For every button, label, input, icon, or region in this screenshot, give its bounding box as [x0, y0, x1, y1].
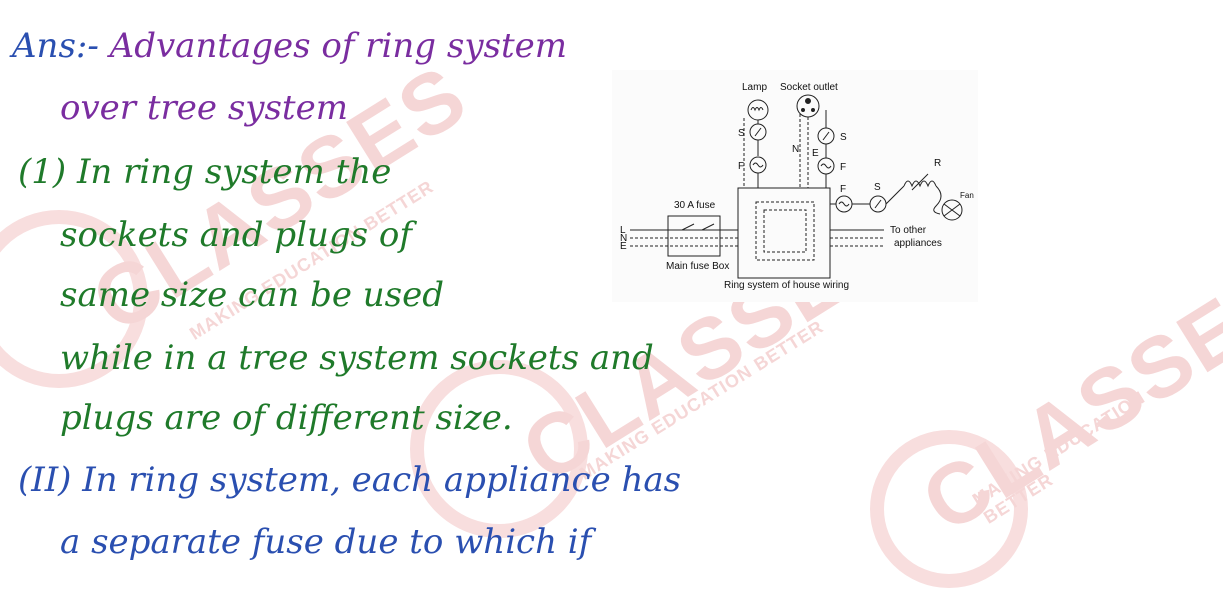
- fan-switch-label: S: [874, 182, 881, 193]
- socket-switch-label: S: [840, 132, 847, 143]
- point1-line-4: while in a tree system sockets and: [60, 338, 654, 378]
- fan-fuse-label: F: [840, 184, 846, 195]
- diagram-caption: Ring system of house wiring: [724, 280, 849, 291]
- watermark-logo-ring-right: [870, 430, 1028, 588]
- earth-label: E: [812, 148, 819, 159]
- answer-label: Ans:-: [12, 26, 99, 66]
- lamp-switch-label: S: [738, 128, 745, 139]
- main-fuse-box: [667, 215, 721, 257]
- point2-line-2: a separate fuse due to which if: [60, 522, 592, 562]
- watermark-tagline-right: MAKING EDUCATION BETTER: [968, 387, 1149, 528]
- lamp-fuse-label: F: [738, 161, 744, 172]
- distribution-box: [737, 187, 831, 279]
- fan-label: Fan: [960, 191, 974, 200]
- lamp-label: Lamp: [742, 82, 767, 93]
- ring-system-diagram: Lamp Socket outlet S F N E S F 30 A fuse…: [612, 70, 978, 302]
- socket-fuse-label: F: [840, 162, 846, 173]
- neutral-label: N: [792, 144, 799, 155]
- point1-line-1: (1) In ring system the: [18, 152, 392, 192]
- watermark-tagline-left: MAKING EDUCATION BETTER: [185, 176, 438, 344]
- point2-line-1: (II) In ring system, each appliance has: [18, 460, 682, 500]
- line-l-label: L: [620, 225, 626, 236]
- fuse-30a-label: 30 A fuse: [674, 200, 716, 211]
- point1-line-3: same size can be used: [60, 275, 444, 315]
- heading-line-2: over tree system: [60, 88, 348, 128]
- heading-line-1: Ans:- Advantages of ring system: [12, 26, 567, 66]
- main-fuse-box-label: Main fuse Box: [666, 261, 729, 272]
- socket-outlet-label: Socket outlet: [780, 82, 838, 93]
- regulator-label: R: [934, 158, 941, 169]
- heading-text-1: Advantages of ring system: [109, 26, 568, 66]
- appliances-label: appliances: [894, 238, 942, 249]
- watermark-logo-ring-center: [410, 360, 588, 538]
- line-e-label: E: [620, 241, 627, 252]
- point1-line-2: sockets and plugs of: [60, 215, 412, 255]
- point1-line-5: plugs are of different size.: [60, 398, 513, 438]
- to-other-label: To other: [890, 225, 927, 236]
- lamp-filament: [750, 107, 764, 112]
- fan-icon: [941, 199, 963, 221]
- regulator-icon: [903, 180, 937, 188]
- line-n-label: N: [620, 233, 627, 244]
